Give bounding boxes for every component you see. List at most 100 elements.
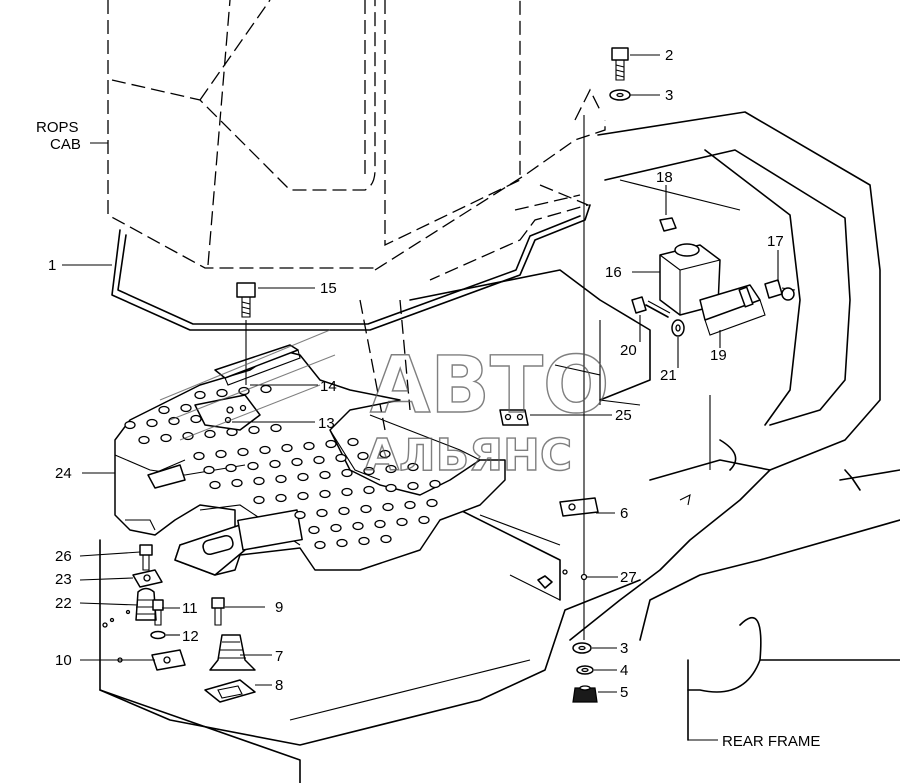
perforation-hole xyxy=(158,405,170,415)
text-labels: ROPS CAB REAR FRAME xyxy=(36,119,820,750)
callout-8: 8 xyxy=(275,677,283,694)
callout-16: 16 xyxy=(605,264,622,281)
nut-18 xyxy=(659,217,677,232)
perforation-hole xyxy=(294,510,306,520)
perforation-hole xyxy=(253,476,265,486)
perforation-hole xyxy=(380,534,392,544)
bolt-11 xyxy=(152,599,164,611)
perforation-hole xyxy=(407,462,419,472)
perforation-hole xyxy=(418,515,430,525)
callout-2: 2 xyxy=(665,47,673,64)
hole-27 xyxy=(580,573,588,581)
callout-3-bottom: 3 xyxy=(620,640,628,657)
perforation-hole xyxy=(363,485,375,495)
perforation-hole xyxy=(297,472,309,482)
perforation-hole xyxy=(291,457,303,467)
bolt-9 xyxy=(211,597,225,609)
perforation-hole xyxy=(330,523,342,533)
callout-10: 10 xyxy=(55,652,72,669)
callout-24: 24 xyxy=(55,465,72,482)
perforation-hole xyxy=(379,449,391,459)
perforation-hole xyxy=(190,414,202,424)
callout-23: 23 xyxy=(55,571,72,588)
callout-3-top: 3 xyxy=(665,87,673,104)
perforation-hole xyxy=(269,459,281,469)
rops-cab xyxy=(107,0,606,431)
perforation-hole xyxy=(204,429,216,439)
perforation-hole xyxy=(385,483,397,493)
perforation-hole xyxy=(319,489,331,499)
rear-frame-label: REAR FRAME xyxy=(722,733,820,750)
perforation-hole xyxy=(404,500,416,510)
callout-20: 20 xyxy=(620,342,637,359)
callout-26: 26 xyxy=(55,548,72,565)
perforation-hole xyxy=(215,449,227,459)
perforation-hole xyxy=(193,451,205,461)
perforation-hole xyxy=(341,468,353,478)
callout-numbers: 2 3 1 15 18 17 16 20 19 21 14 13 25 24 6… xyxy=(48,47,784,701)
perforation-hole xyxy=(314,540,326,550)
perforation-hole xyxy=(360,504,372,514)
perforation-hole xyxy=(231,478,243,488)
bolt-20-head xyxy=(631,296,647,314)
perforation-hole xyxy=(260,384,272,394)
washer-tank-assembly xyxy=(631,217,796,337)
perforation-hole xyxy=(396,517,408,527)
perforation-hole xyxy=(138,435,150,445)
perforation-hole xyxy=(357,451,369,461)
boot-22 xyxy=(135,587,157,621)
callout-21: 21 xyxy=(660,367,677,384)
callout-14: 14 xyxy=(320,378,337,395)
perforation-hole xyxy=(275,474,287,484)
callout-13: 13 xyxy=(318,415,335,432)
perforation-hole xyxy=(407,481,419,491)
perforation-hole xyxy=(358,536,370,546)
perforation-hole xyxy=(363,466,375,476)
watermark: АВТО АЛЬЯНС xyxy=(159,329,610,482)
callout-6: 6 xyxy=(620,505,628,522)
bolt-26 xyxy=(139,544,153,556)
perforation-hole xyxy=(382,502,394,512)
callout-15: 15 xyxy=(320,280,337,297)
callout-1: 1 xyxy=(48,257,56,274)
seal-strip xyxy=(111,204,591,331)
bolt-2 xyxy=(611,47,629,61)
plate-25 xyxy=(499,409,529,426)
perforation-hole xyxy=(146,418,158,428)
perforation-hole xyxy=(347,437,359,447)
callout-9: 9 xyxy=(275,599,283,616)
perforation-hole xyxy=(209,480,221,490)
hardware xyxy=(132,47,631,703)
perforation-hole xyxy=(336,538,348,548)
washer-12 xyxy=(150,630,166,640)
perforation-hole xyxy=(308,525,320,535)
perforation-hole xyxy=(338,506,350,516)
perforation-hole xyxy=(194,390,206,400)
machine-body xyxy=(99,111,900,783)
callout-7: 7 xyxy=(275,648,283,665)
perforation-hole xyxy=(316,508,328,518)
perforation-hole xyxy=(270,423,282,433)
callout-22: 22 xyxy=(55,595,72,612)
plate-6 xyxy=(559,497,599,517)
perforation-hole xyxy=(341,487,353,497)
perforation-hole xyxy=(352,521,364,531)
perforation-hole xyxy=(429,479,441,489)
callout-5: 5 xyxy=(620,684,628,701)
perforation-hole xyxy=(180,403,192,413)
perforation-hole xyxy=(237,447,249,457)
bolt-15 xyxy=(236,282,256,298)
rops-label-line1: ROPS xyxy=(36,119,79,136)
perforation-hole xyxy=(275,493,287,503)
bolt-17-head xyxy=(764,279,783,299)
rops-label-line2: CAB xyxy=(50,136,81,153)
floor-plate xyxy=(114,344,599,576)
perforation-hole xyxy=(124,420,136,430)
callout-17: 17 xyxy=(767,233,784,250)
perforation-hole xyxy=(297,491,309,501)
floor-plate-holes xyxy=(124,384,441,550)
perforation-hole xyxy=(385,464,397,474)
perforation-hole xyxy=(247,461,259,471)
perforation-hole xyxy=(313,455,325,465)
